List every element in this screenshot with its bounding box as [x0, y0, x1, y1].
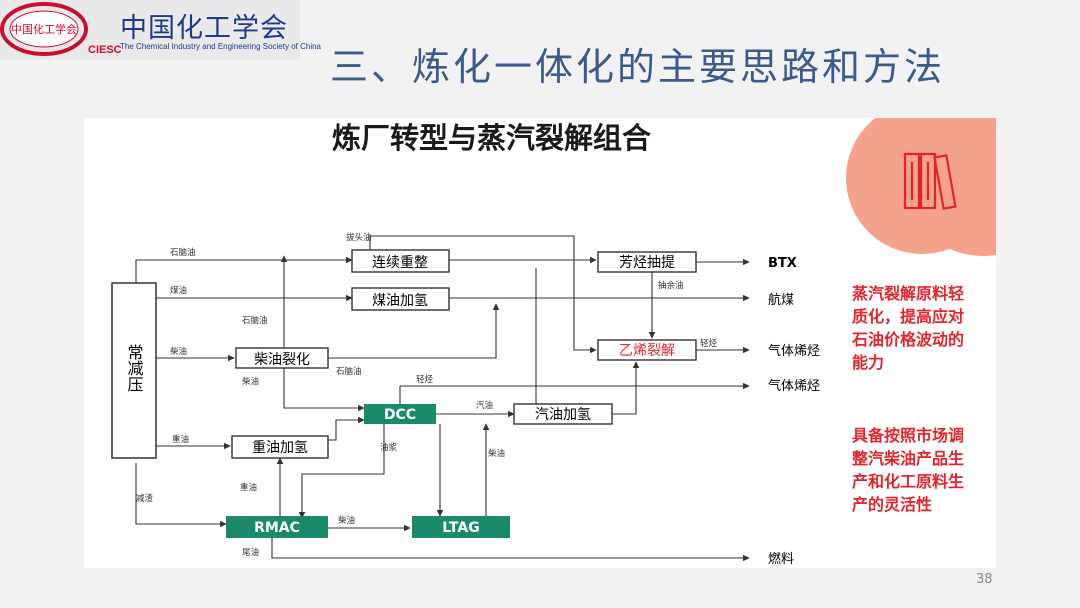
stream-diesel-2: 柴油 — [242, 376, 259, 387]
stream-naphtha-top: 石脑油 — [170, 247, 196, 258]
unit-atm-label: 常减压 — [125, 344, 144, 392]
product-fuel: 燃料 — [768, 551, 794, 567]
stream-light-hc: 轻烃 — [700, 338, 718, 349]
unit-gas-hydro-label: 汽油加氢 — [535, 407, 591, 423]
unit-resid-hydro-label: 重油加氢 — [252, 440, 308, 456]
stream-heavy: 重油 — [172, 434, 189, 445]
stream-slurry: 油浆 — [380, 442, 398, 453]
stream-naphtha-mid: 石脑油 — [242, 315, 268, 326]
product-olefin-1: 气体烯烃 — [768, 343, 820, 359]
note-2-line-4: 产的灵活性 — [852, 495, 932, 514]
unit-rmac — [226, 516, 328, 538]
stream-raffinate: 抽余油 — [658, 280, 684, 291]
note-2-line-3: 产和化工原料生 — [852, 472, 964, 491]
note-1-line-1: 蒸汽裂解原料轻 — [852, 284, 964, 303]
stream-tail: 尾油 — [242, 547, 259, 558]
product-olefin-2: 气体烯烃 — [768, 378, 820, 394]
note-group-1: 蒸汽裂解原料轻 质化，提高应对 石油价格波动的 能力 — [851, 284, 964, 372]
unit-ccr-label: 连续重整 — [372, 254, 428, 271]
note-1-line-3: 石油价格波动的 — [851, 330, 964, 349]
unit-diesel-crack — [235, 347, 329, 369]
unit-aro-extract-label: 芳烃抽提 — [619, 254, 675, 271]
process-flow-diagram: 炼厂转型与蒸汽裂解组合 — [111, 118, 996, 567]
stream-vacuum: 减渣 — [136, 493, 154, 504]
stream-naphtha-mid-2: 石脑油 — [336, 366, 362, 377]
unit-ethylene-label: 乙烯裂解 — [619, 343, 675, 359]
books-icon — [903, 152, 957, 210]
logo-seal-text: 中国化工学会 — [11, 22, 77, 36]
unit-kero-hydro — [351, 287, 450, 311]
unit-ethylene — [597, 339, 697, 361]
product-btx: BTX — [768, 256, 797, 271]
stream-diesel-4: 柴油 — [338, 515, 355, 526]
product-jet: 航煤 — [768, 292, 794, 308]
stream-kero: 煤油 — [170, 285, 187, 296]
unit-diesel-crack-label: 柴油裂化 — [254, 352, 310, 368]
stream-raffinate-top: 拔头油 — [346, 232, 372, 243]
unit-resid-hydro — [231, 435, 329, 459]
logo-abbr: CIESC — [88, 44, 122, 56]
stream-gasoline: 汽油 — [476, 400, 493, 411]
logo-name-cn: 中国化工学会 — [120, 13, 288, 44]
diagram-title: 炼厂转型与蒸汽裂解组合 — [332, 121, 651, 155]
note-2-line-1: 具备按照市场调 — [852, 426, 964, 445]
unit-gas-hydro — [513, 403, 613, 425]
logo-name-en: The Chemical Industry and Engineering So… — [120, 42, 321, 51]
unit-atm — [111, 282, 157, 459]
diagram-panel: 炼厂转型与蒸汽裂解组合 — [84, 118, 996, 568]
slide-title: 三、炼化一体化的主要思路和方法 — [330, 45, 946, 89]
unit-ltag — [412, 516, 510, 538]
stream-light-hc-2: 轻烃 — [416, 374, 434, 385]
stream-heavy-2: 重油 — [240, 482, 257, 493]
logo-seal: 中国化工学会 — [0, 2, 88, 56]
note-1-line-2: 质化，提高应对 — [852, 307, 964, 326]
unit-ccr — [351, 249, 450, 273]
note-1-line-4: 能力 — [852, 353, 884, 372]
stream-diesel: 柴油 — [170, 346, 187, 357]
note-2-line-2: 整汽柴油产品生 — [851, 449, 964, 468]
unit-rmac-label: RMAC — [254, 520, 300, 536]
unit-dcc-label: DCC — [384, 407, 416, 423]
society-logo: 中国化工学会 CIESC 中国化工学会 The Chemical Industr… — [0, 0, 321, 60]
stream-diesel-3: 柴油 — [488, 448, 505, 459]
unit-ltag-label: LTAG — [442, 520, 479, 536]
page-number: 38 — [976, 572, 993, 587]
unit-aro-extract — [597, 251, 697, 273]
unit-dcc — [364, 404, 436, 424]
unit-kero-hydro-label: 煤油加氢 — [372, 293, 428, 309]
note-group-2: 具备按照市场调 整汽柴油产品生 产和化工原料生 产的灵活性 — [851, 426, 964, 514]
